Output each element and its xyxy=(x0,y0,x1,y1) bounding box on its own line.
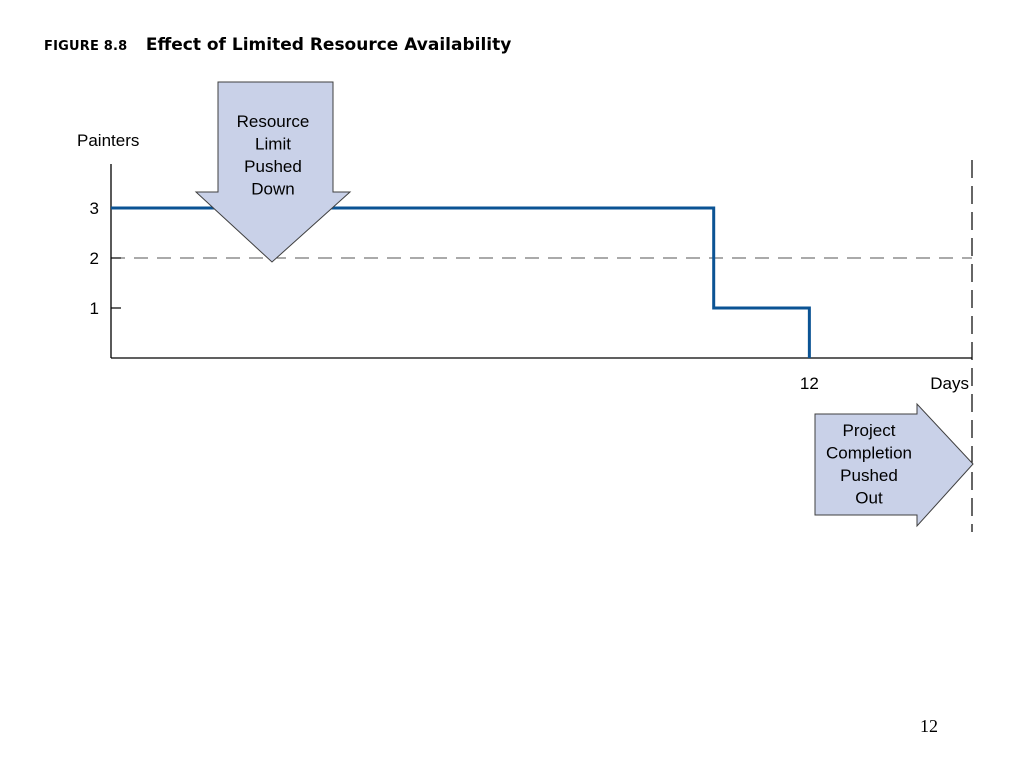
figure-title: Effect of Limited Resource Availability xyxy=(145,35,512,55)
down-arrow-label-line: Resource xyxy=(237,112,310,131)
right-arrow-shape xyxy=(814,402,974,528)
figure-label: FIGURE 8.8 xyxy=(44,39,128,54)
right-arrow-label-line: Pushed xyxy=(840,466,898,485)
y-tick-label: 1 xyxy=(90,299,99,318)
down-arrow-shape xyxy=(194,81,352,263)
y-axis-label: Painters xyxy=(77,131,139,150)
right-arrow-label-line: Project xyxy=(843,421,896,440)
x-axis-label: Days xyxy=(930,374,969,393)
right-arrow-label-line: Completion xyxy=(826,444,912,463)
y-tick-label: 2 xyxy=(90,249,99,268)
figure-header: FIGURE 8.8 Effect of Limited Resource Av… xyxy=(44,33,511,59)
right-arrow-label-line: Out xyxy=(855,489,883,508)
page-number: 12 xyxy=(920,716,938,736)
down-arrow-label-line: Down xyxy=(251,180,294,199)
x-tick-label: 12 xyxy=(800,374,819,393)
painters-step-line xyxy=(111,206,811,358)
down-arrow-label-line: Pushed xyxy=(244,157,302,176)
down-arrow-label-line: Limit xyxy=(255,135,291,154)
y-tick-label: 3 xyxy=(90,199,99,218)
